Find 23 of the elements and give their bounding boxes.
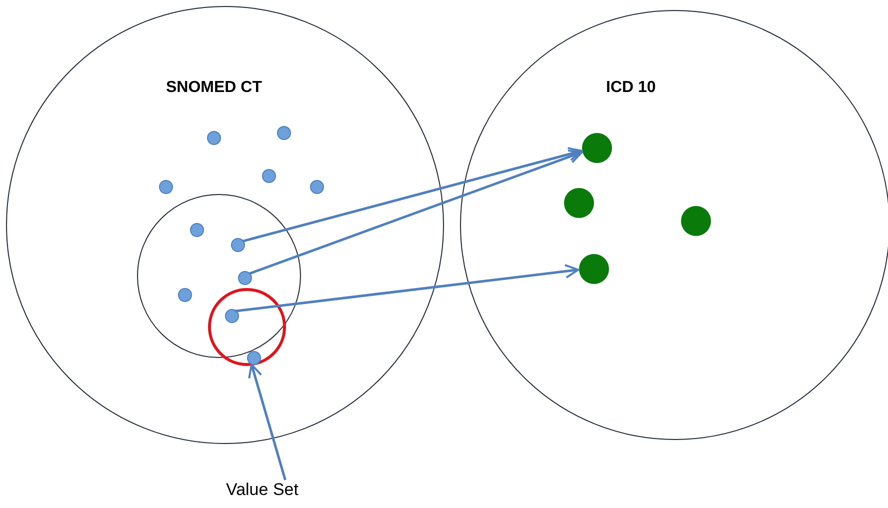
code-dot <box>579 254 609 284</box>
concept-dot <box>159 180 173 194</box>
code-dot <box>582 133 612 163</box>
concept-dot <box>190 223 204 237</box>
arrow <box>234 264 580 312</box>
code-dot <box>564 188 594 218</box>
concept-dot <box>247 351 261 365</box>
highlight-circle <box>208 288 286 366</box>
concept-dot <box>277 126 291 140</box>
concept-dot <box>178 288 192 302</box>
concept-dot <box>238 271 252 285</box>
arrow <box>249 150 583 275</box>
concept-dot <box>231 238 245 252</box>
concept-dot <box>225 309 239 323</box>
concept-dot <box>310 180 324 194</box>
arrow <box>248 364 286 480</box>
set-title: ICD 10 <box>606 79 656 97</box>
code-dot <box>681 206 711 236</box>
callout-label: Value Set <box>226 480 314 504</box>
concept-dot <box>207 131 221 145</box>
arrow <box>242 147 582 242</box>
concept-dot <box>262 169 276 183</box>
set-title: SNOMED CT <box>166 79 262 97</box>
